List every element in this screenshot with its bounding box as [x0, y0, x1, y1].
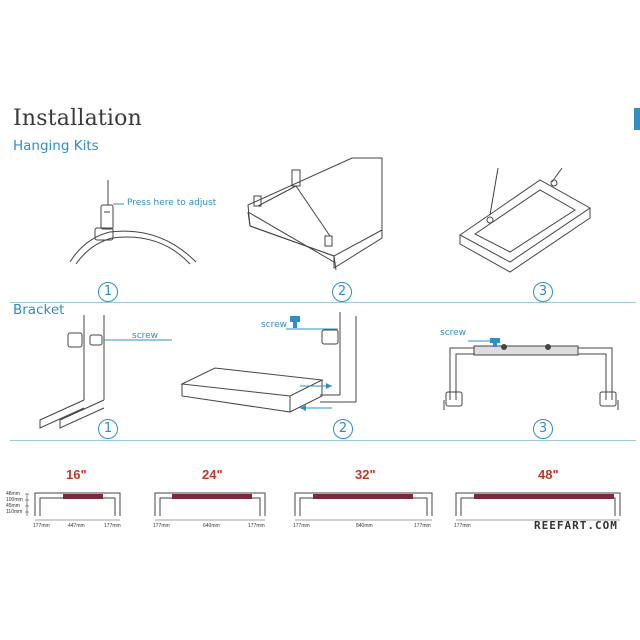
height-scale [25, 493, 29, 516]
size-diagram-24 [154, 492, 266, 521]
size-diagram-48 [455, 492, 621, 521]
dim-span: 640mm [203, 523, 220, 529]
press-adjust-callout: Press here to adjust [127, 198, 217, 208]
screw-label-1: screw [132, 331, 159, 341]
height-mark: 110mm [6, 509, 23, 515]
dim-left: 177mm [153, 523, 170, 529]
hanging-step-2: 2 [332, 282, 352, 302]
size-label-16: 16" [66, 467, 87, 482]
size-label-24: 24" [202, 467, 223, 482]
bracket-step1-drawing [39, 315, 172, 429]
size-label-32: 32" [355, 467, 376, 482]
size-label-48: 48" [538, 467, 559, 482]
dim-left: 177mm [454, 523, 471, 529]
accent-bar [634, 108, 640, 130]
page-title: Installation [13, 106, 142, 131]
height-mark: 100mm [6, 497, 23, 503]
bracket-step-3: 3 [533, 419, 553, 439]
dim-left: 177mm [33, 523, 50, 529]
screw-label-3: screw [440, 328, 467, 338]
hanging-step-3: 3 [533, 282, 553, 302]
size-diagram-32 [294, 492, 433, 521]
dim-right: 177mm [248, 523, 265, 529]
bracket-step-2: 2 [333, 419, 353, 439]
watermark: REEFART.COM [534, 519, 618, 532]
hanging-kit-step1-drawing [69, 180, 197, 265]
section-divider [10, 302, 636, 303]
dim-right: 177mm [414, 523, 431, 529]
height-mark: 48mm [6, 491, 20, 497]
section-heading-bracket: Bracket [13, 302, 65, 318]
dim-left: 177mm [293, 523, 310, 529]
size-diagram-16 [34, 492, 121, 521]
section-divider [10, 440, 636, 441]
dim-span: 447mm [68, 523, 85, 529]
dim-span: 840mm [356, 523, 373, 529]
height-mark: 45mm [6, 503, 20, 509]
dim-right: 177mm [104, 523, 121, 529]
bracket-step3-drawing [443, 338, 619, 410]
bracket-step2-drawing [180, 312, 357, 413]
screw-label-2: screw [261, 320, 288, 330]
section-heading-hanging-kits: Hanging Kits [13, 138, 99, 154]
hanging-kit-step2-drawing [247, 157, 383, 271]
hanging-step-1: 1 [98, 282, 118, 302]
hanging-kit-step3-drawing [459, 167, 591, 273]
bracket-step-1: 1 [98, 419, 118, 439]
